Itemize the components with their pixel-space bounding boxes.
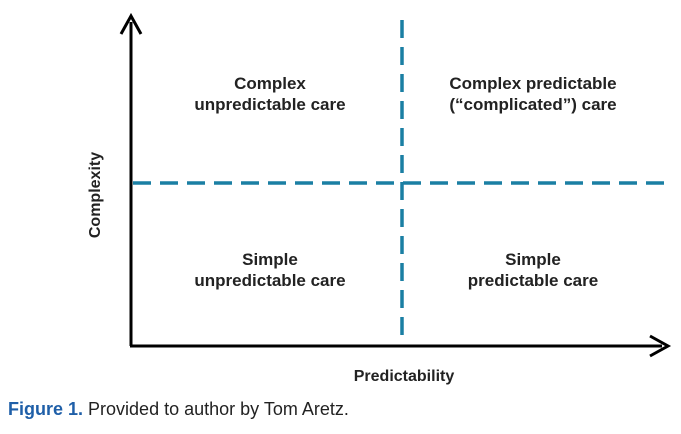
figure-caption-label: Figure 1. xyxy=(8,399,84,419)
y-axis-arrowhead xyxy=(119,12,143,35)
y-axis-label: Complexity xyxy=(87,151,104,239)
quadrant-top-left-line-1: Complex xyxy=(234,74,306,93)
quadrant-bottom-left-line-1: Simple xyxy=(242,250,298,269)
quadrant-bottom-left-line-2: unpredictable care xyxy=(194,271,346,290)
figure-caption: Figure 1. Provided to author by Tom Aret… xyxy=(8,399,349,420)
quadrant-top-left-label: Complex unpredictable care xyxy=(155,73,385,115)
quadrant-top-left-line-2: unpredictable care xyxy=(194,95,346,114)
x-axis-arrowhead xyxy=(649,334,672,358)
x-axis-label: Predictability xyxy=(353,368,455,385)
quadrant-bottom-right-line-2: predictable care xyxy=(467,271,599,290)
quadrant-bottom-left-label: Simple unpredictable care xyxy=(155,249,385,291)
figure-caption-text: Provided to author by Tom Aretz. xyxy=(88,399,349,419)
quadrant-bottom-right-line-1: Simple xyxy=(505,250,561,269)
quadrant-top-right-line-2: (“complicated”) care xyxy=(449,95,617,114)
quadrant-bottom-right-label: Simple predictable care xyxy=(418,249,648,291)
quadrant-top-right-label: Complex predictable (“complicated”) care xyxy=(418,73,648,115)
quadrant-top-right-line-1: Complex predictable xyxy=(449,74,617,93)
